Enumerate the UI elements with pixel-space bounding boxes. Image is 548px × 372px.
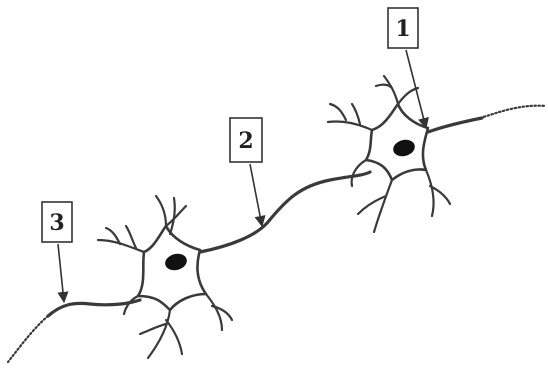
dendrite-lower-6	[126, 226, 136, 248]
neuron-upper	[328, 76, 546, 232]
label-3-pointer	[58, 244, 64, 302]
label-2-pointer	[250, 164, 262, 226]
dendrite-lower-10	[140, 324, 166, 334]
dendrite-lower-2	[170, 198, 175, 234]
dendrite-upper-3	[398, 88, 418, 104]
dendrite-lower-7	[206, 294, 222, 330]
dendrite-upper-5	[330, 104, 346, 120]
soma-upper	[366, 104, 428, 180]
label-2-group: 2	[230, 118, 262, 226]
axon-right	[428, 118, 482, 132]
label-3-text: 3	[49, 210, 64, 236]
dendrite-upper-1	[384, 76, 398, 104]
dendrite-lower-1	[156, 196, 166, 226]
nucleus-lower	[163, 251, 188, 272]
label-2-text: 2	[238, 128, 253, 154]
neuron-lower	[98, 196, 232, 358]
dendrite-lower-3	[166, 206, 186, 226]
axon-middle	[200, 172, 370, 252]
dendrite-upper-2	[376, 85, 392, 88]
label-1-pointer	[406, 50, 426, 128]
nucleus-upper	[391, 137, 416, 158]
dendrite-lower-4	[98, 240, 144, 252]
dendrite-upper-6	[352, 104, 360, 124]
dendrite-upper-7	[426, 170, 434, 216]
dendrite-lower-11	[166, 320, 182, 354]
dendrite-lower-9	[148, 310, 170, 358]
dendrite-upper-9	[374, 180, 392, 232]
label-1-text: 1	[395, 16, 410, 42]
axon-dotted-end-left	[8, 316, 48, 362]
dendrite-upper-4	[328, 121, 372, 130]
label-3-group: 3	[42, 202, 72, 302]
axon-dotted-end-right	[480, 106, 546, 118]
